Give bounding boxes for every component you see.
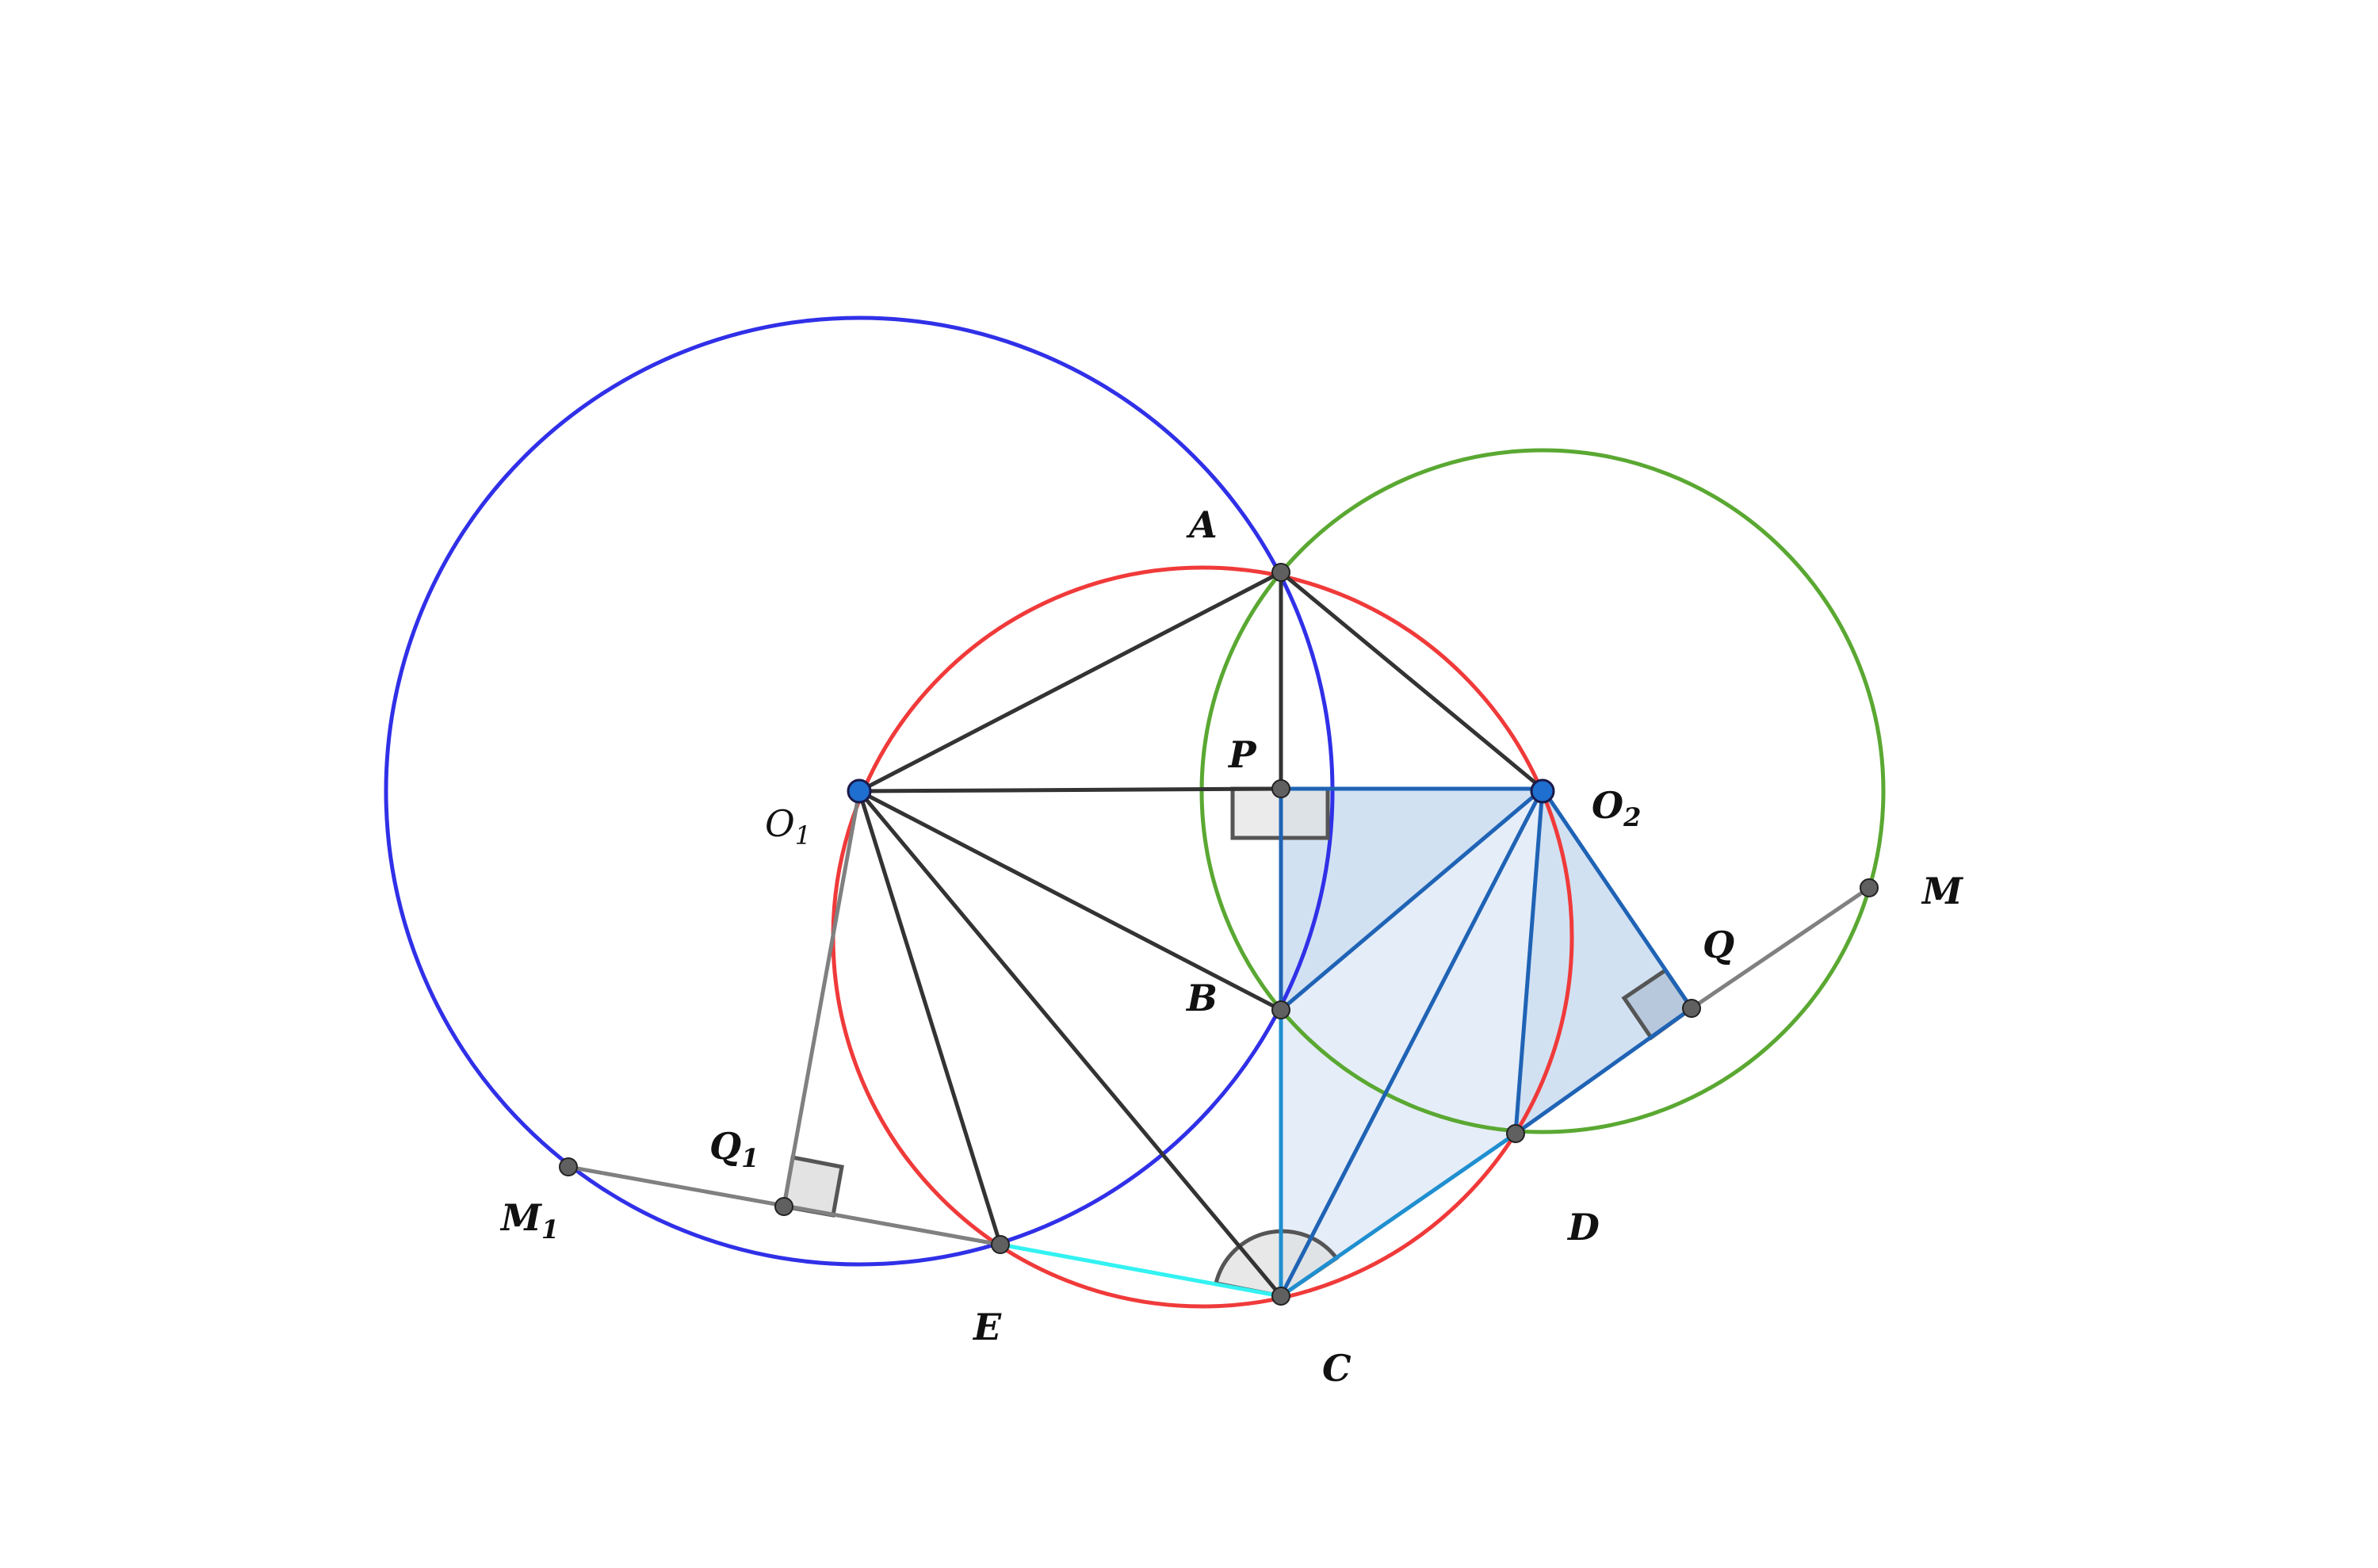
segment-q-d (1514, 1006, 1693, 1136)
label-m1: M1 (499, 1196, 559, 1245)
segment-a-o2 (1279, 571, 1544, 790)
point-o1 (847, 778, 872, 804)
segment-o1-p (858, 786, 1282, 794)
segment-o1-b (858, 789, 1283, 1012)
label-d: D (1566, 1206, 1600, 1249)
segment-o1-a (858, 570, 1283, 794)
label-p: P (1227, 733, 1257, 776)
circle-o1 (384, 316, 1335, 1267)
point-m1 (559, 1157, 578, 1176)
label-c: C (1322, 1347, 1351, 1390)
segment-c-d (1279, 1131, 1517, 1298)
label-a: A (1186, 503, 1218, 546)
segment-o1-c (858, 790, 1283, 1298)
segment-e-c (1000, 1242, 1282, 1298)
point-a (1271, 563, 1290, 582)
label-o2: O2 (1592, 784, 1641, 832)
label-e: E (972, 1306, 1002, 1348)
segment-o1-e (857, 790, 1003, 1245)
point-q1 (774, 1197, 793, 1216)
label-m: M (1921, 870, 1964, 912)
segment-d-o2 (1513, 788, 1545, 1134)
triangle-fill-o2-q-d (1516, 789, 1692, 1134)
label-q: Q (1703, 924, 1734, 966)
point-c (1271, 1287, 1290, 1306)
point-q (1682, 999, 1701, 1018)
point-m (1860, 878, 1879, 897)
label-q1: Q1 (709, 1125, 759, 1173)
segment-q-m (1690, 885, 1871, 1011)
point-e (991, 1235, 1010, 1254)
segment-o2-q (1540, 787, 1694, 1010)
point-d (1506, 1124, 1525, 1143)
label-o1: O1 (765, 802, 811, 851)
point-o2 (1530, 778, 1555, 804)
segment-c-o2 (1279, 787, 1545, 1298)
point-b (1271, 1000, 1290, 1019)
segment-o1-q1 (782, 790, 862, 1207)
segment-b-o2 (1279, 787, 1544, 1012)
point-p (1271, 779, 1290, 798)
label-b: B (1185, 977, 1218, 1019)
